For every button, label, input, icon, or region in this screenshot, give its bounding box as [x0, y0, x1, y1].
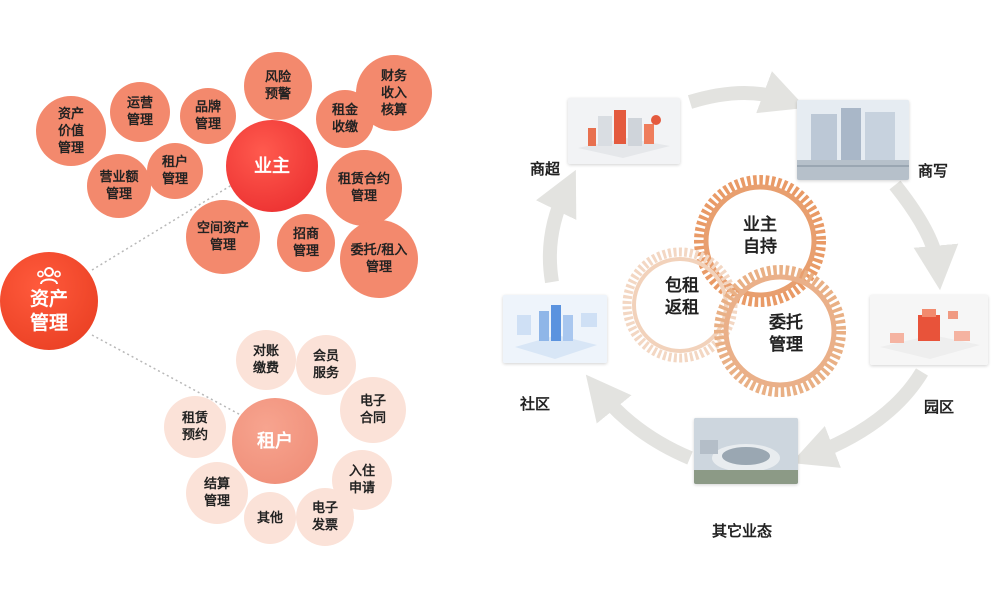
- park-illustration-icon: [870, 295, 988, 365]
- bubble-text: 管理: [350, 189, 377, 204]
- gear-top-text: 业主 自持: [730, 214, 790, 258]
- tenant-hub[interactable]: 租户: [232, 398, 318, 484]
- bubble-text: 委托/租入: [350, 243, 408, 258]
- bubble-text: 管理: [203, 494, 230, 509]
- bubble-text: 风险: [264, 70, 291, 85]
- bubble-text: 核算: [380, 102, 407, 118]
- bubble-text: 收入: [380, 85, 407, 101]
- owner-item-rent[interactable]: 租金 收缴: [316, 90, 374, 148]
- other-format-illustration-icon: [694, 418, 798, 484]
- format-label-office: 商写: [918, 162, 949, 180]
- bubble-text: 电子: [311, 501, 338, 516]
- bubble-text: 招商: [292, 227, 319, 242]
- tenant-item-other[interactable]: 其他: [244, 492, 296, 544]
- bubble-text: 其他: [256, 510, 283, 526]
- tenant-hub-label: 租户: [257, 430, 293, 452]
- bubble-text: 资产: [57, 106, 84, 122]
- gear-right-icon: [714, 265, 846, 397]
- format-label-park: 园区: [924, 398, 955, 416]
- owner-item-revenue[interactable]: 营业额 管理: [87, 154, 151, 218]
- bubble-text: 收缴: [331, 120, 358, 135]
- community-image[interactable]: [503, 295, 607, 363]
- bubble-text: 申请: [348, 481, 375, 496]
- park-image[interactable]: [870, 295, 988, 365]
- bubble-text: 缴费: [252, 361, 279, 376]
- bubble-text: 结算: [203, 477, 230, 492]
- gear-top-line-1: 业主: [743, 215, 777, 235]
- owner-item-finance[interactable]: 财务 收入 核算: [356, 55, 432, 131]
- gear-top-icon: [694, 175, 826, 307]
- owner-item-asset-value[interactable]: 资产 价值 管理: [36, 96, 106, 166]
- gear-left-text: 包租 返租: [652, 275, 712, 319]
- office-illustration-icon: [797, 100, 909, 180]
- gear-top-line-2: 自持: [743, 237, 777, 257]
- owner-hub-label: 业主: [254, 155, 290, 177]
- gear-left-line-2: 返租: [665, 298, 699, 318]
- gear-right-text: 委托 管理: [756, 312, 816, 356]
- bubble-text: 服务: [312, 366, 339, 381]
- tenant-item-member[interactable]: 会员 服务: [296, 335, 356, 395]
- bubble-text: 发票: [311, 518, 338, 533]
- bubble-text: 管理: [194, 117, 221, 132]
- bubble-text: 会员: [312, 349, 339, 364]
- tenant-item-einvoice[interactable]: 电子 发票: [296, 488, 354, 546]
- bubble-text: 电子: [359, 394, 386, 409]
- asset-hub-line-1: 资产: [29, 288, 68, 310]
- bubble-text: 入住: [348, 464, 375, 479]
- bubble-text: 租金: [331, 103, 358, 118]
- bubble-text: 管理: [292, 244, 319, 259]
- tenant-item-settle[interactable]: 结算 管理: [186, 462, 248, 524]
- bubble-text: 营业额: [99, 170, 139, 185]
- bubble-text: 品牌: [194, 100, 221, 115]
- bubble-text: 预警: [264, 87, 291, 102]
- bubble-text: 管理: [365, 260, 392, 275]
- format-label-community: 社区: [520, 395, 551, 413]
- community-illustration-icon: [503, 295, 607, 363]
- owner-item-lease[interactable]: 租赁合约 管理: [326, 150, 402, 226]
- owner-item-invite[interactable]: 招商 管理: [277, 214, 335, 272]
- bubble-text: 管理: [126, 113, 153, 128]
- tenant-item-reserve[interactable]: 租赁 预约: [164, 396, 226, 458]
- tenant-item-econtract[interactable]: 电子 合同: [340, 377, 406, 443]
- owner-item-ops[interactable]: 运营 管理: [110, 82, 170, 142]
- owner-hub[interactable]: 业主: [226, 120, 318, 212]
- bubble-text: 合同: [359, 411, 386, 426]
- format-label-mall: 商超: [530, 160, 561, 178]
- bubble-text: 管理: [57, 140, 84, 156]
- bubble-text: 租户: [161, 155, 188, 170]
- bubble-text: 对账: [252, 344, 279, 359]
- bubble-text: 空间资产: [196, 221, 249, 236]
- gear-right-line-2: 管理: [769, 335, 803, 355]
- office-image[interactable]: [797, 100, 909, 180]
- bubble-text: 管理: [105, 187, 132, 202]
- bubble-text: 管理: [209, 238, 236, 253]
- asset-hub-line-2: 管理: [29, 312, 68, 334]
- other-format-image[interactable]: [694, 418, 798, 484]
- bubble-text: 租赁: [181, 411, 208, 426]
- owner-item-risk[interactable]: 风险 预警: [244, 52, 312, 120]
- asset-management-hub[interactable]: 资产 管理: [0, 252, 98, 350]
- bubble-text: 运营: [126, 96, 153, 111]
- bubble-text: 管理: [161, 172, 188, 187]
- owner-item-entrust[interactable]: 委托/租入 管理: [340, 220, 418, 298]
- gear-right-line-1: 委托: [769, 313, 803, 333]
- tenant-item-reconcile[interactable]: 对账 缴费: [236, 330, 296, 390]
- mall-illustration-icon: [568, 98, 680, 164]
- bubble-text: 价值: [57, 123, 84, 139]
- users-icon: [37, 267, 61, 285]
- owner-item-tenant-mgmt[interactable]: 租户 管理: [147, 143, 203, 199]
- format-label-other: 其它业态: [712, 522, 773, 540]
- owner-item-brand[interactable]: 品牌 管理: [180, 88, 236, 144]
- owner-item-space[interactable]: 空间资产 管理: [186, 200, 260, 274]
- bubble-text: 财务: [380, 68, 407, 84]
- bubble-text: 租赁合约: [337, 172, 390, 187]
- mall-image[interactable]: [568, 98, 680, 164]
- gear-left-line-1: 包租: [665, 276, 699, 296]
- bubble-text: 预约: [181, 428, 208, 443]
